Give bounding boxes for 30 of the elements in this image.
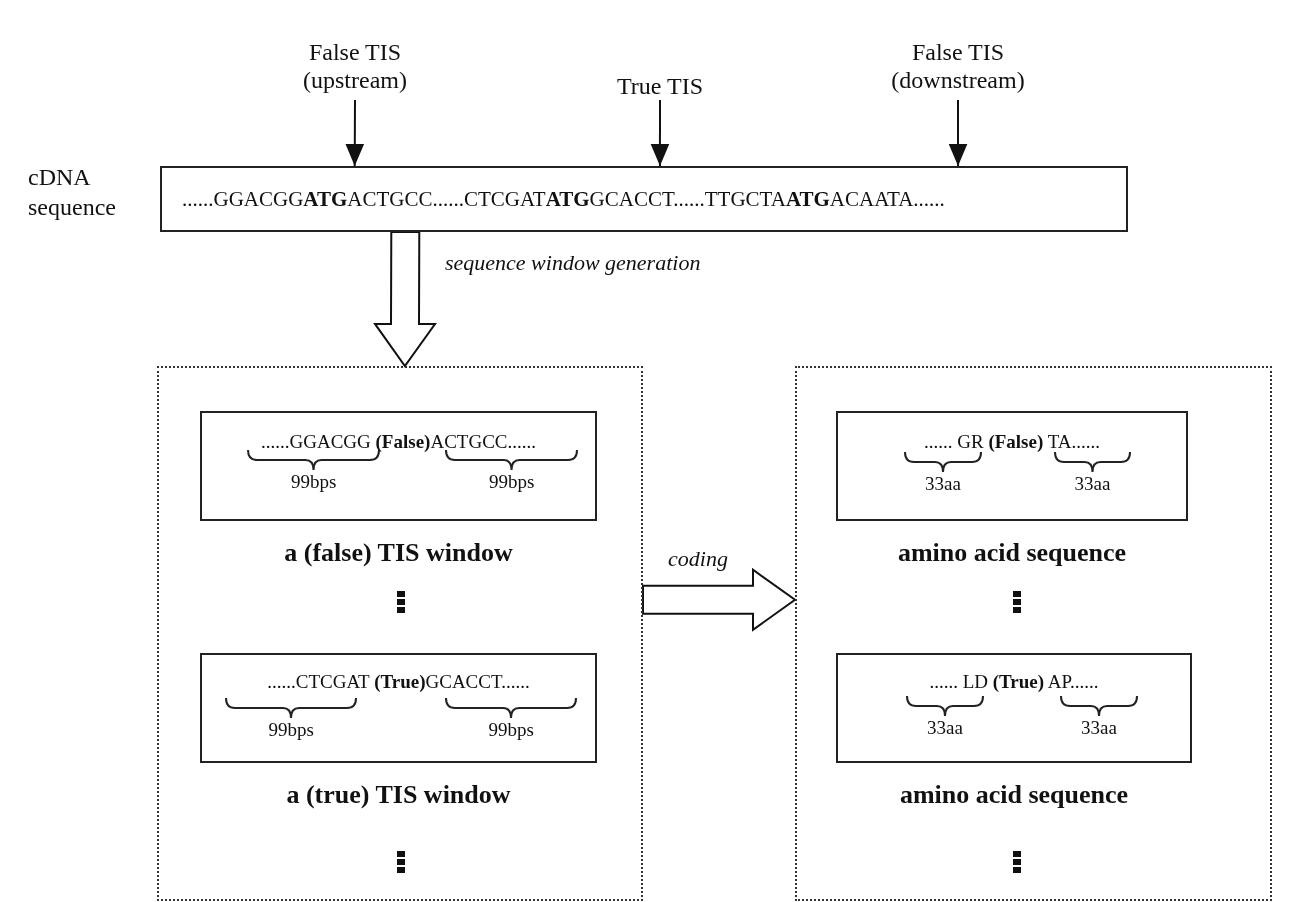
arrow (650, 99, 670, 167)
length-label: 99bps (268, 719, 314, 741)
length-label: 99bps (488, 719, 534, 741)
arrow (948, 99, 968, 167)
annotation-text: False TIS (upstream) (280, 38, 430, 100)
arrow (345, 99, 365, 167)
annotation-text: True TIS (595, 72, 725, 100)
length-label: 33aa (925, 473, 961, 495)
length-label: 33aa (1074, 473, 1111, 495)
length-label: 99bps (291, 471, 337, 493)
window-title: a (true) TIS window (285, 779, 512, 811)
edge-label: coding (668, 546, 728, 572)
window-title: a (false) TIS window (283, 537, 514, 569)
window-title: amino acid sequence (896, 537, 1128, 569)
row-label: cDNA sequence (28, 163, 117, 222)
length-label: 33aa (927, 717, 963, 739)
edge-label: sequence window generation (445, 250, 701, 276)
block-arrow (373, 231, 437, 368)
length-label: 99bps (489, 471, 535, 493)
window-title: amino acid sequence (898, 779, 1130, 811)
sequence-text: ......GGACGGATGACTGCC......CTCGATATGGCACCT......TTGCTAATGACAATA...... (182, 186, 945, 212)
annotation-text: False TIS (downstream) (878, 38, 1038, 100)
dotted-container (795, 366, 1272, 901)
length-label: 33aa (1081, 717, 1117, 739)
dotted-container (157, 366, 643, 901)
sequence-text: ...... LD (True) AP...... (928, 670, 1100, 694)
sequence-text: ...... GR (False) TA...... (923, 430, 1101, 454)
sequence-text: ......GGACGG (False)ACTGCC...... (260, 430, 537, 454)
sequence-text: ......CTCGAT (True)GCACCT...... (266, 670, 531, 694)
block-arrow (642, 567, 797, 632)
